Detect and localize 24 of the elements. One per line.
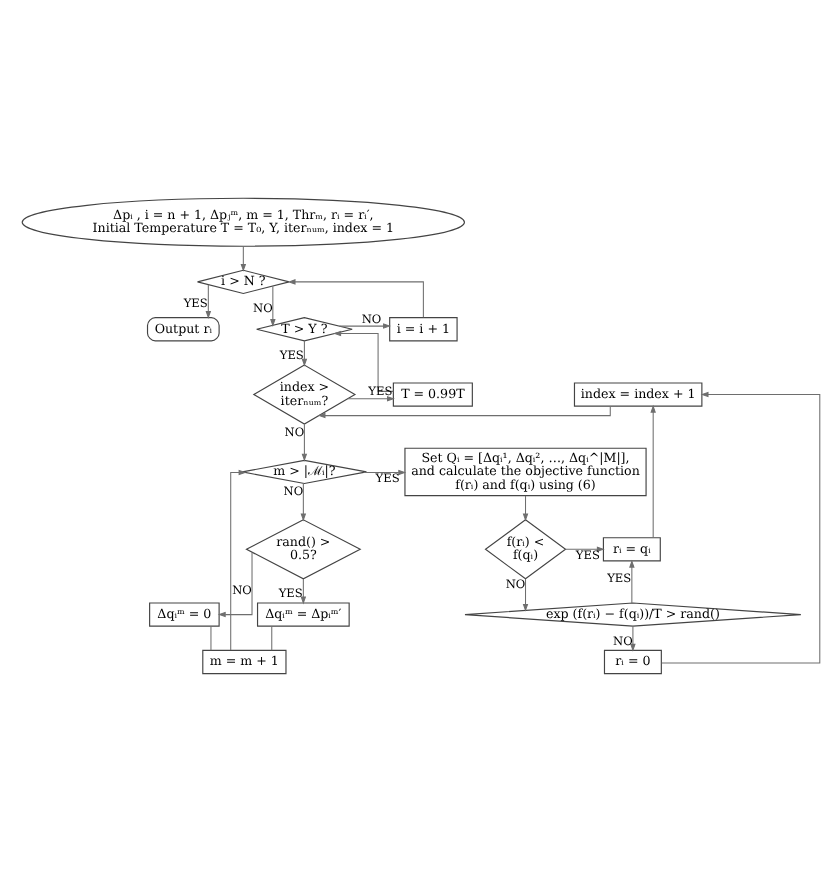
arrow — [649, 404, 655, 539]
arrow — [362, 469, 406, 476]
arrow — [660, 391, 820, 664]
arrow — [269, 285, 275, 327]
connector — [209, 626, 211, 651]
arrow — [229, 469, 246, 651]
connector — [270, 626, 272, 651]
arrow — [564, 546, 604, 553]
arrow — [521, 578, 528, 612]
arrow — [629, 626, 635, 652]
arrow — [299, 578, 306, 605]
arrow — [204, 284, 211, 320]
arrow — [216, 551, 252, 618]
arrow — [628, 559, 634, 604]
arrow — [346, 395, 394, 402]
arrow — [332, 330, 393, 392]
arrow — [239, 245, 246, 272]
arrow — [316, 406, 610, 419]
arrow — [286, 279, 423, 318]
arrow — [299, 482, 306, 522]
arrow — [337, 323, 390, 329]
arrow — [300, 423, 307, 462]
arrow — [300, 340, 307, 367]
arrow — [521, 495, 528, 522]
